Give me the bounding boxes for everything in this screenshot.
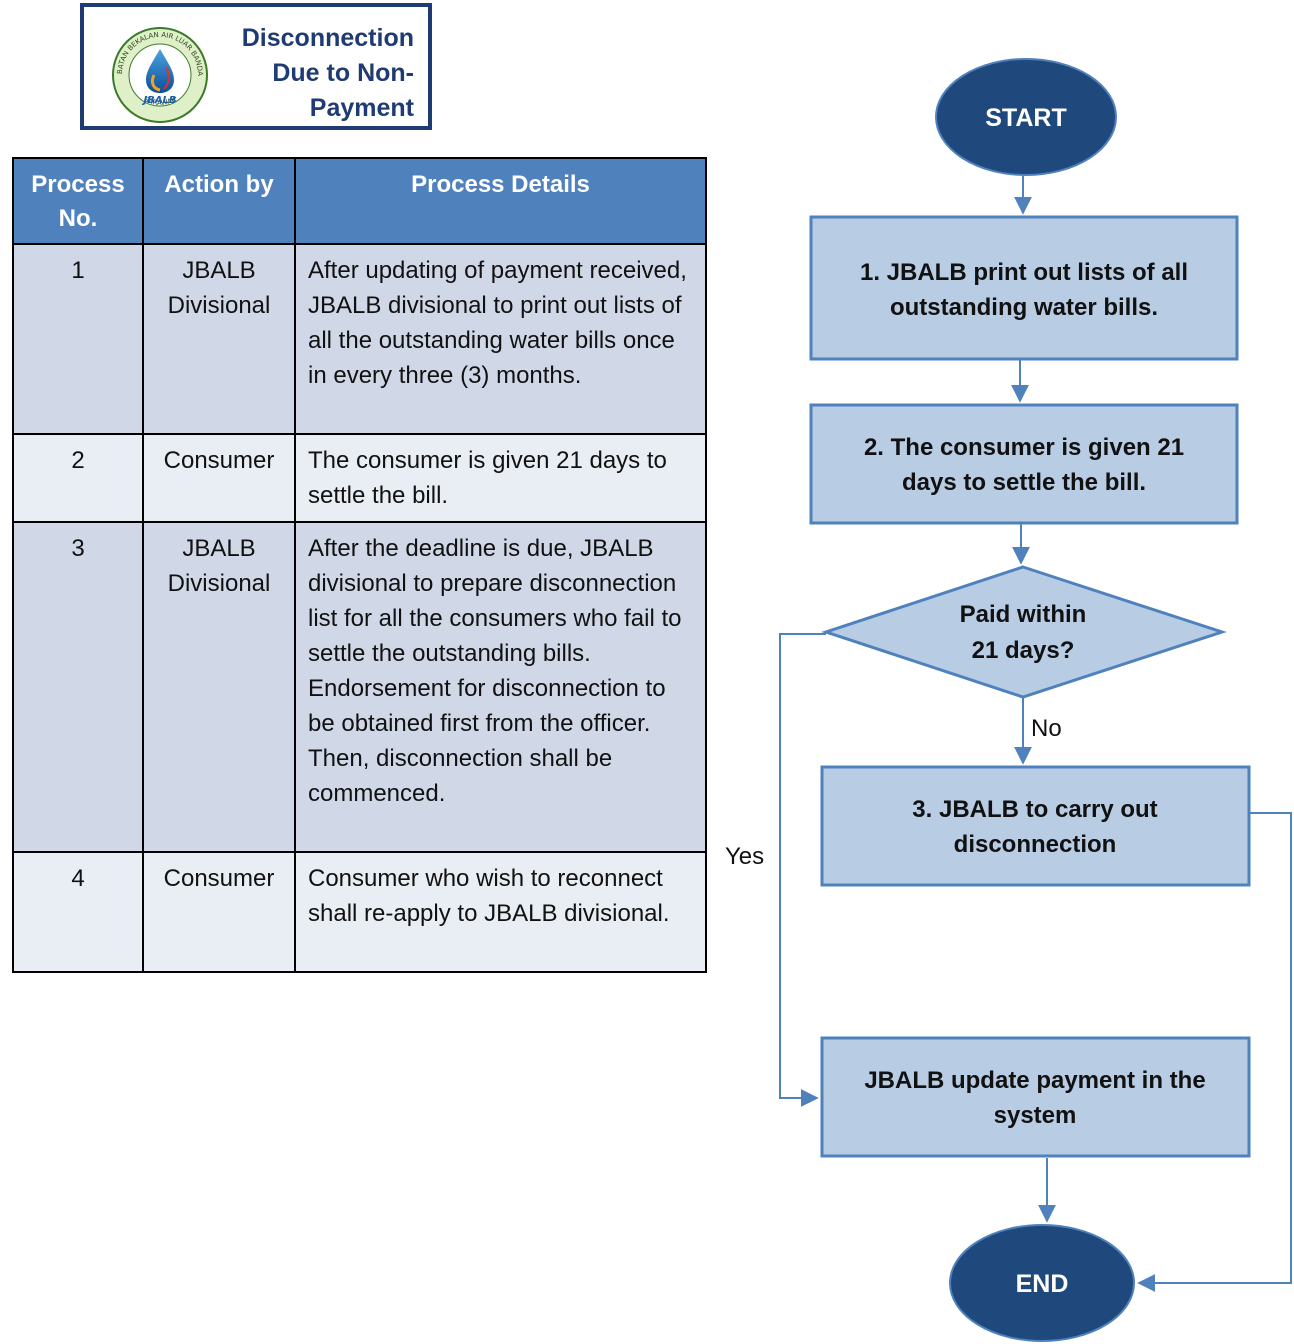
step3-box: 3. JBALB to carry out disconnection bbox=[820, 765, 1251, 887]
decision-line1: Paid within bbox=[960, 601, 1087, 628]
table-row: 3 JBALB Divisional After the deadline is… bbox=[12, 521, 707, 853]
title-line-2: Due to Non- bbox=[272, 59, 414, 87]
process-table: Process No. Action by Process Details 1 … bbox=[12, 157, 707, 973]
page-title: Disconnection Due to Non- Payment bbox=[214, 21, 414, 126]
end-node: END bbox=[949, 1224, 1135, 1342]
logo-name: JBALB bbox=[141, 95, 176, 106]
logo-ring-bottom-text: SARAWAK bbox=[143, 95, 178, 107]
decision-node: Paid within 21 days? bbox=[821, 565, 1227, 699]
update-line1: JBALB update payment in the bbox=[864, 1067, 1205, 1094]
title-line-3: Payment bbox=[309, 94, 414, 122]
cell-process-details: Consumer who wish to reconnect shall re-… bbox=[294, 851, 707, 973]
cell-process-no: 3 bbox=[12, 521, 144, 853]
table-row: 1 JBALB Divisional After updating of pay… bbox=[12, 243, 707, 435]
header-action-by: Action by bbox=[142, 157, 296, 245]
cell-process-details: After updating of payment received, JBAL… bbox=[294, 243, 707, 435]
cell-action-by: JBALB Divisional bbox=[142, 521, 296, 853]
title-box: JABATAN BEKALAN AIR LUAR BANDAR SARAWAK … bbox=[80, 3, 432, 130]
update-line2: system bbox=[994, 1102, 1077, 1129]
arrow-step3-to-end bbox=[1137, 812, 1292, 1292]
arrow-decision-yes bbox=[779, 633, 826, 1107]
cell-process-details: After the deadline is due, JBALB divisio… bbox=[294, 521, 707, 853]
header-process-no: Process No. bbox=[12, 157, 144, 245]
yes-label: Yes bbox=[725, 843, 764, 870]
cell-action-by: Consumer bbox=[142, 851, 296, 973]
header-process-details: Process Details bbox=[294, 157, 707, 245]
cell-process-no: 1 bbox=[12, 243, 144, 435]
step1-line1: 1. JBALB print out lists of all bbox=[860, 259, 1188, 286]
table-row: 4 Consumer Consumer who wish to reconnec… bbox=[12, 851, 707, 973]
table-row: 2 Consumer The consumer is given 21 days… bbox=[12, 433, 707, 523]
end-label: END bbox=[1016, 1270, 1069, 1298]
cell-process-no: 2 bbox=[12, 433, 144, 523]
decision-line2: 21 days? bbox=[972, 637, 1075, 664]
cell-action-by: Consumer bbox=[142, 433, 296, 523]
jbalb-logo: JABATAN BEKALAN AIR LUAR BANDAR SARAWAK … bbox=[110, 25, 208, 123]
cell-action-by: JBALB Divisional bbox=[142, 243, 296, 435]
step2-line1: 2. The consumer is given 21 bbox=[864, 434, 1184, 461]
step3-line2: disconnection bbox=[954, 831, 1117, 858]
cell-process-details: The consumer is given 21 days to settle … bbox=[294, 433, 707, 523]
step1-line2: outstanding water bills. bbox=[890, 294, 1158, 321]
connectors bbox=[779, 176, 1292, 1292]
start-label: START bbox=[985, 104, 1066, 132]
step1-box: 1. JBALB print out lists of all outstand… bbox=[809, 215, 1239, 361]
step3-line1: 3. JBALB to carry out bbox=[912, 796, 1157, 823]
update-payment-box: JBALB update payment in the system bbox=[820, 1036, 1251, 1158]
cell-process-no: 4 bbox=[12, 851, 144, 973]
start-node: START bbox=[935, 58, 1117, 176]
table-header-row: Process No. Action by Process Details bbox=[12, 157, 707, 245]
no-label: No bbox=[1031, 715, 1062, 742]
title-line-1: Disconnection bbox=[241, 24, 414, 52]
step2-box: 2. The consumer is given 21 days to sett… bbox=[809, 403, 1239, 525]
step2-line2: days to settle the bill. bbox=[902, 469, 1146, 496]
